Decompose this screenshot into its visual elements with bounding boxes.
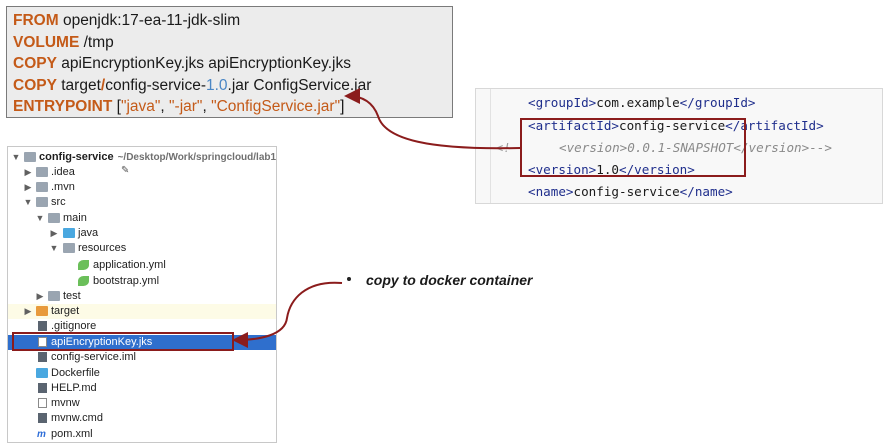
file-icon [38,337,47,347]
chevron-right-icon[interactable]: ▶ [24,182,32,192]
tree-item-pom-xml[interactable]: m pom.xml [37,428,93,440]
chevron-right-icon[interactable]: ▶ [24,167,32,177]
arrow-pom-to-dockerfile [344,88,521,150]
tree-item-test[interactable]: ▶ test [36,290,81,302]
jar-version: 1.0 [205,76,228,94]
chevron-down-icon[interactable]: ▼ [23,197,33,207]
folder-icon [24,152,36,162]
arrow-note-to-jks [232,281,343,348]
dockerfile-line-from: FROM openjdk:17-ea-11-jdk-slim [13,12,241,29]
bullet-dot [347,277,351,281]
chevron-right-icon[interactable]: ▶ [50,228,58,238]
markdown-file-icon [38,383,47,393]
folder-icon [36,197,48,207]
dockerfile-snippet: FROM openjdk:17-ea-11-jdk-slim VOLUME /t… [6,6,453,118]
project-tree: ▼ config-service~/Desktop/Work/springclo… [7,146,277,443]
iml-file-icon [38,352,47,362]
tree-item-mvn[interactable]: ▶ .mvn [24,181,75,193]
folder-icon [36,167,48,177]
tree-item-help-md[interactable]: HELP.md [8,381,276,396]
pom-name-line: <name>config-service</name> [528,184,733,199]
folder-icon [36,182,48,192]
tree-item-idea[interactable]: ▶ .idea [24,166,75,178]
pom-artifact-id-line: <artifactId>config-service</artifactId> [528,118,824,133]
chevron-right-icon[interactable]: ▶ [36,291,44,301]
tree-item-config-service[interactable]: ▼ config-service~/Desktop/Work/springclo… [11,151,277,163]
tree-item-main[interactable]: ▼ main [35,212,87,224]
tree-item-mvnw-cmd[interactable]: mvnw.cmd [8,411,276,426]
resources-folder-icon [63,243,75,253]
editor-gutter [490,89,491,203]
chevron-down-icon[interactable]: ▼ [11,152,21,162]
excluded-folder-icon [36,306,48,316]
tree-item-api-encryption-key[interactable]: apiEncryptionKey.jks [8,335,276,350]
tree-item-config-service-iml[interactable]: config-service.iml [8,350,276,365]
dockerfile-line-entrypoint: ENTRYPOINT ["java", "-jar", "ConfigServi… [13,98,345,116]
dockerfile-line-volume: VOLUME /tmp [13,33,114,51]
annotation-copy-to-docker: copy to docker container [366,272,533,288]
tree-item-bootstrap-yml[interactable]: bootstrap.yml [8,274,276,289]
pencil-icon: ✎ [121,165,130,176]
source-folder-icon [63,228,75,238]
pom-version-line: <version>1.0</version> [528,162,695,177]
tree-item-resources[interactable]: ▼ resources [49,242,127,254]
maven-icon: m [37,429,46,440]
docker-icon [36,368,48,378]
folder-icon [48,291,60,301]
tree-item-src[interactable]: ▼ src [23,196,66,208]
chevron-down-icon[interactable]: ▼ [35,213,45,223]
pom-group-id-line: <groupId>com.example</groupId> [528,95,756,110]
spring-leaf-icon [78,276,89,286]
spring-leaf-icon [78,260,89,270]
tree-item-mvnw[interactable]: mvnw [8,396,276,411]
chevron-down-icon[interactable]: ▼ [49,243,59,253]
gitignore-file-icon [38,321,47,331]
script-file-icon [38,398,47,408]
pom-commented-version-line: <version>0.0.1-SNAPSHOT</version>--> [559,140,832,155]
folder-icon [48,213,60,223]
tree-item-gitignore[interactable]: .gitignore [8,319,276,334]
dockerfile-line-copy-key: COPY apiEncryptionKey.jks apiEncryptionK… [13,55,351,73]
dockerfile-line-copy-jar: COPY target/config-service-1.0.jar Confi… [13,76,372,94]
chevron-right-icon[interactable]: ▶ [24,306,32,316]
tree-item-java[interactable]: ▶ java [50,227,99,239]
cmd-file-icon [38,413,47,423]
pom-xml-snippet: <groupId>com.example</groupId> <artifact… [475,88,883,204]
pom-highlight-box [520,118,746,177]
tree-item-application-yml[interactable]: application.yml [8,258,276,273]
tree-item-dockerfile[interactable]: Dockerfile [8,366,276,381]
tree-item-target[interactable]: ▶ target [8,304,276,319]
